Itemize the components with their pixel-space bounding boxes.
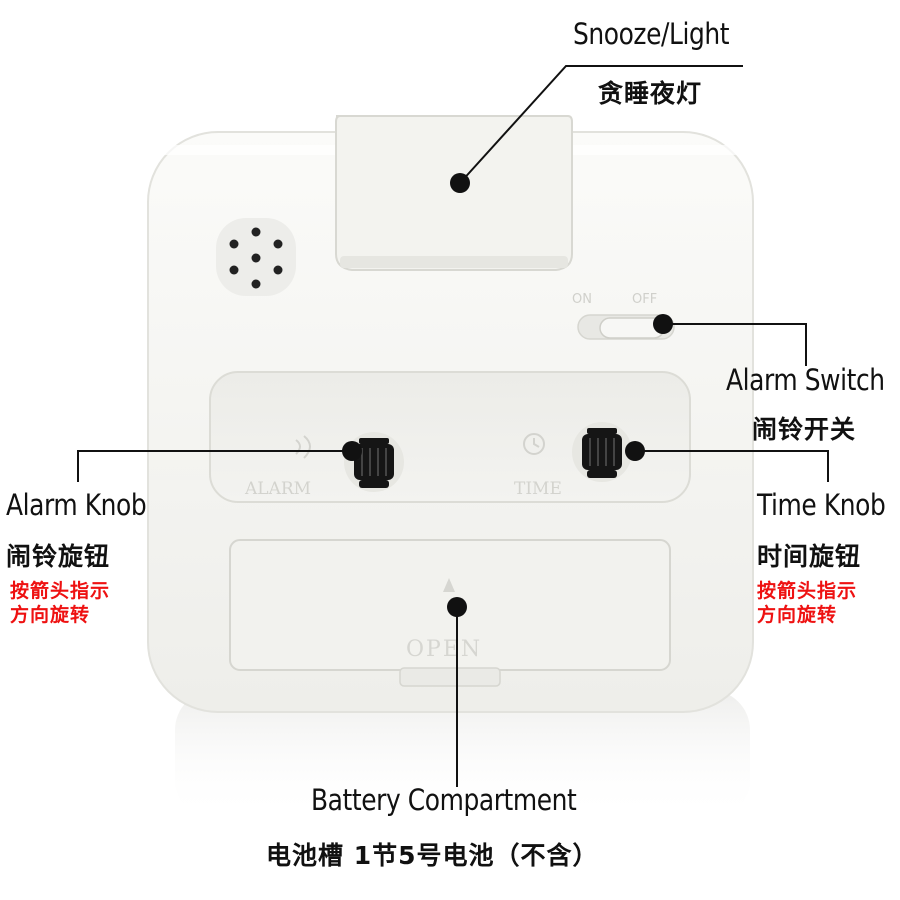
snooze-light-button [335, 115, 573, 271]
time-knob-label-cn: 时间旋钮 [757, 542, 862, 571]
alarm-knob-note-1: 按箭头指示 [10, 580, 111, 602]
time-knob-note-1: 按箭头指示 [757, 580, 858, 602]
time-knob [572, 422, 632, 482]
leader-time-knob [635, 450, 829, 482]
switch-on-text: ON [572, 292, 592, 307]
reflection [175, 690, 750, 820]
snooze-label: Snooze/Light [573, 17, 730, 51]
alarm-switch-label-cn: 闹铃开关 [752, 415, 857, 444]
alarm-knob [344, 432, 404, 492]
alarm-knob-text: ALARM [244, 479, 311, 499]
leader-alarm-knob [77, 450, 352, 482]
alarm-switch-label: Alarm Switch [726, 363, 885, 397]
leader-snooze [459, 65, 743, 184]
battery-open-text: OPEN [406, 637, 482, 662]
open-arrow-icon [443, 578, 455, 592]
callout-dots [342, 173, 673, 617]
time-knob-text: TIME [514, 479, 562, 499]
speaker-grille-icon [216, 218, 296, 296]
leader-alarm-switch [663, 323, 807, 366]
battery-label-cn: 电池槽 1节5号电池（不含） [266, 841, 599, 870]
time-knob-label: Time Knob [757, 488, 886, 522]
alarm-knob-note-2: 方向旋转 [10, 604, 91, 626]
alarm-knob-label: Alarm Knob [6, 488, 147, 522]
knob-panel [209, 371, 691, 503]
alarm-knob-label-cn: 闹铃旋钮 [6, 542, 111, 571]
snooze-label-cn: 贪睡夜灯 [598, 79, 703, 108]
switch-off-text: OFF [632, 292, 657, 307]
battery-label: Battery Compartment [311, 783, 577, 817]
leader-lines [77, 65, 829, 787]
time-knob-note-2: 方向旋转 [757, 604, 838, 626]
